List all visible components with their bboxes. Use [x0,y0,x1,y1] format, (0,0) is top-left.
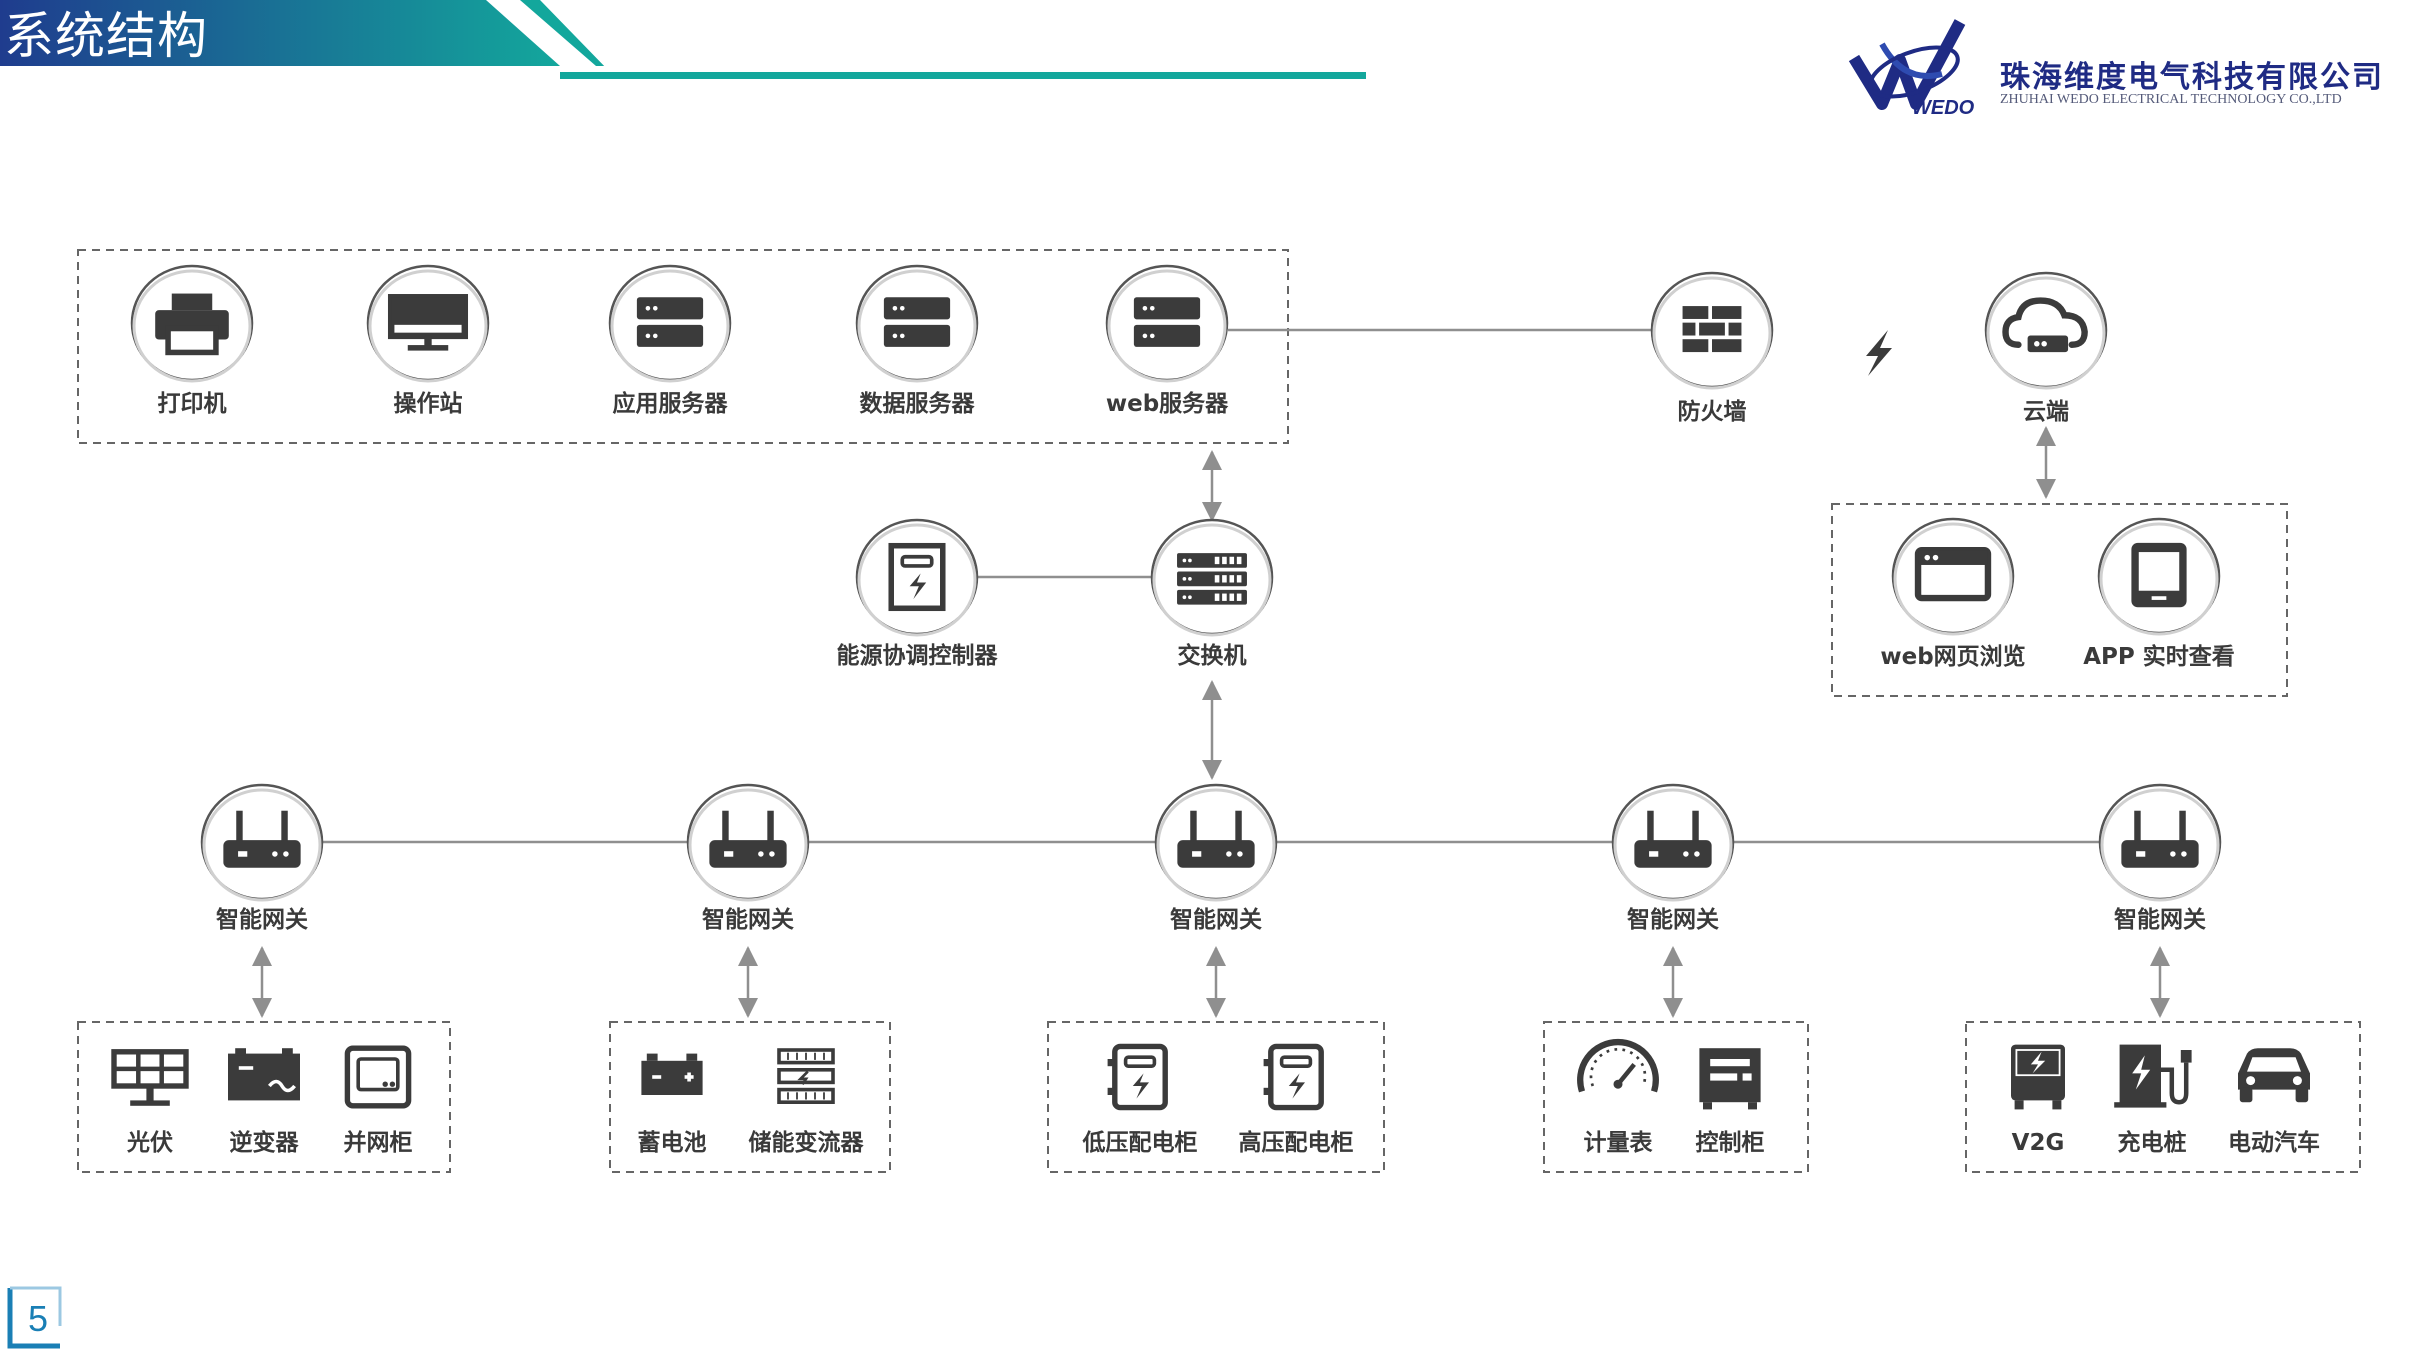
low-voltage-cabinet-icon [1107,1043,1168,1111]
printer-icon [130,264,254,383]
top-device-group-frame [77,249,1289,444]
router-icon [200,783,324,902]
firewall-icon [1650,271,1774,390]
page-number-frame [7,1286,62,1349]
router-icon [2098,783,2222,902]
device-label-4-1: 计量表 [1583,1130,1653,1156]
device-label-2-2: 储能变流器 [748,1130,864,1156]
cloud-icon [1984,271,2108,390]
device-label-5-1: V2G [2011,1130,2065,1156]
server-icon [855,264,979,383]
company-logo: WEDO 珠海维度电气科技有限公司 ZHUHAI WEDO ELECTRICAL… [1842,14,2412,124]
grid-cabinet-icon [344,1045,412,1109]
switch-icon [1150,518,1274,637]
device-group-frame-4 [1543,1021,1809,1173]
solar-panel-icon [111,1049,189,1106]
device-label-3-1: 低压配电柜 [1082,1130,1198,1156]
high-voltage-cabinet-icon [1263,1043,1324,1111]
device-group-frame-3 [1047,1021,1385,1173]
device-label-4-2: 控制柜 [1695,1130,1765,1156]
company-name-cn: 珠海维度电气科技有限公司 [2000,60,2384,95]
v2g-icon [2011,1044,2065,1110]
device-group-frame-1 [77,1021,451,1173]
cloud-client-group-frame [1831,503,2288,697]
top-device-label-3: 应用服务器 [612,391,728,417]
server-icon [1105,264,1229,383]
device-label-1-2: 逆变器 [229,1130,299,1156]
battery-icon [641,1053,703,1095]
electric-car-icon [2238,1048,2310,1103]
top-device-label-1: 打印机 [157,391,227,417]
gateway-label-4: 智能网关 [1627,907,1719,933]
charging-pile-icon [2114,1044,2192,1108]
server-icon [608,264,732,383]
device-label-1-1: 光伏 [127,1130,173,1156]
gateway-label-3: 智能网关 [1170,907,1262,933]
tablet-icon [2097,517,2221,636]
company-name-en: ZHUHAI WEDO ELECTRICAL TECHNOLOGY CO.,LT… [2000,92,2342,107]
device-label-5-2: 充电桩 [2117,1130,2187,1156]
device-label-2-1: 蓄电池 [637,1130,707,1156]
page-number: 5 [28,1298,49,1339]
device-label-3-2: 高压配电柜 [1238,1130,1354,1156]
gateway-label-1: 智能网关 [216,907,308,933]
browser-window-icon [1891,517,2015,636]
top-device-label-2: 操作站 [393,391,463,417]
cloud-client-label-2: APP 实时查看 [2083,644,2235,670]
converter-icon [777,1048,835,1105]
controller-label: 能源协调控制器 [836,643,998,669]
wedo-logo-mark: WEDO [1848,19,1975,119]
router-icon [1154,783,1278,902]
top-device-label-4: 数据服务器 [859,391,975,417]
monitor-icon [366,264,490,383]
meter-gauge-icon [1577,1038,1659,1093]
device-label-1-3: 并网柜 [343,1130,413,1156]
device-group-frame-2 [609,1021,891,1173]
gateway-label-5: 智能网关 [2114,907,2206,933]
cloud-client-label-1: web网页浏览 [1880,644,2026,670]
firewall-label: 防火墙 [1677,399,1747,425]
gateway-label-2: 智能网关 [702,907,794,933]
router-icon [686,783,810,902]
inverter-icon [228,1048,300,1101]
device-label-5-3: 电动汽车 [2228,1130,2320,1156]
cloud-label: 云端 [2023,399,2069,425]
control-cabinet-icon [1699,1048,1761,1110]
page-title: 系统结构 [4,7,208,65]
device-group-frame-5 [1965,1021,2361,1173]
logo-mark-text: WEDO [1912,97,1975,119]
title-banner [0,0,1366,79]
top-device-label-5: web服务器 [1105,391,1229,417]
router-icon [1611,783,1735,902]
lightning-icon [1866,330,1892,376]
switch-label: 交换机 [1177,643,1247,669]
controller-icon [855,518,979,637]
